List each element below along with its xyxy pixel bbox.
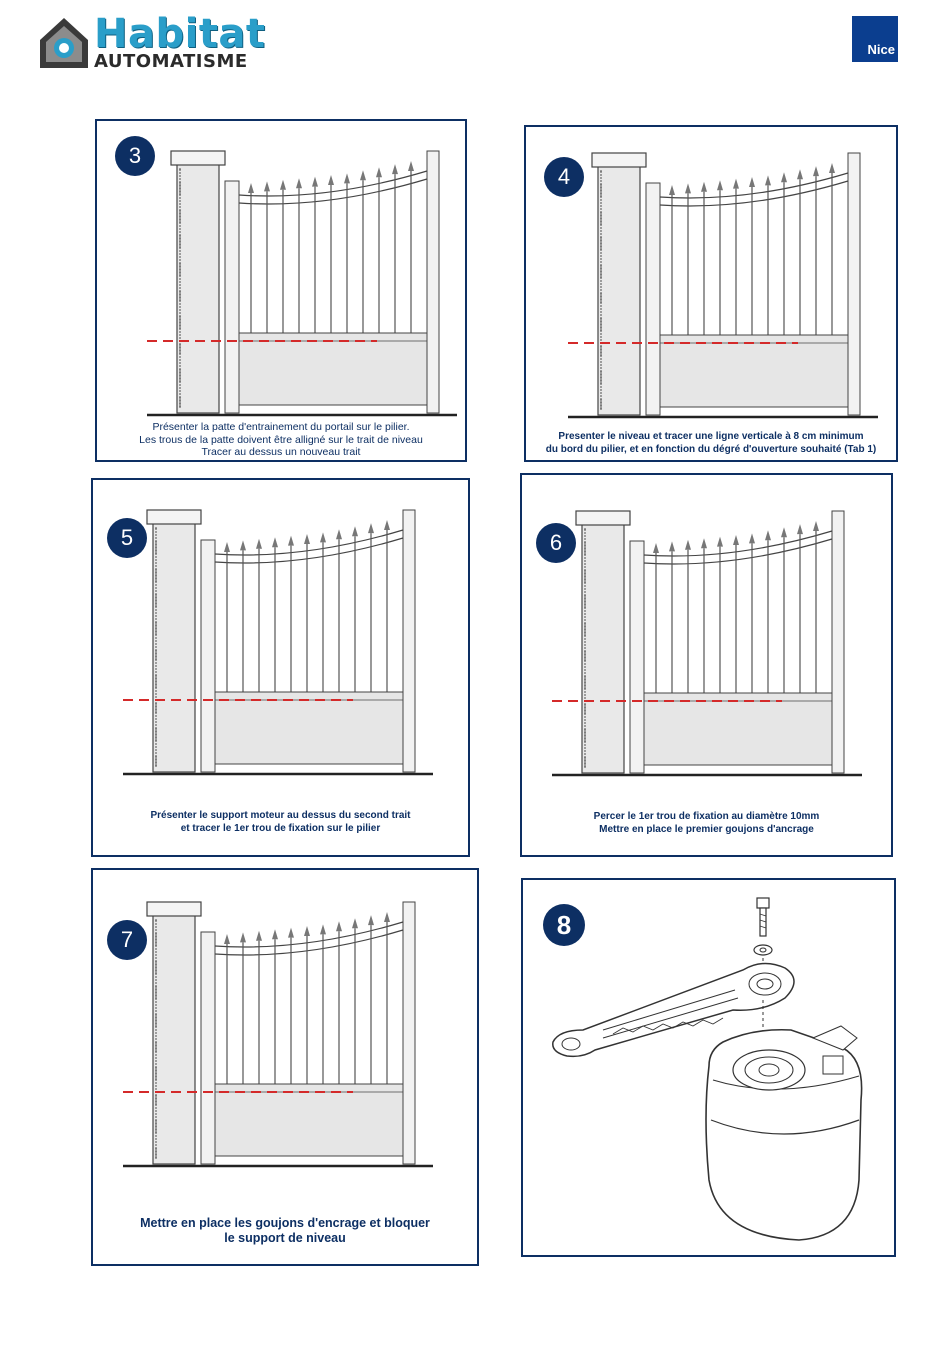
nice-brand-badge: Nice	[852, 16, 898, 62]
caption-line: Mettre en place le premier goujons d'anc…	[599, 823, 814, 835]
caption-line: Percer le 1er trou de fixation au diamèt…	[593, 811, 820, 822]
step-badge: 5	[107, 518, 147, 558]
caption-line: Présenter la patte d'entrainement du por…	[152, 421, 410, 433]
gate-illustration	[123, 509, 433, 776]
step-7-panel: 7 Mettre en place les goujons d'encrage …	[91, 868, 479, 1266]
gate-illustration	[568, 152, 878, 419]
step-5-panel: 5 Présenter le support moteur au dessus …	[91, 478, 470, 857]
caption-line: le support de niveau	[224, 1231, 346, 1245]
step-badge: 4	[544, 157, 584, 197]
stone-pillar	[597, 164, 641, 416]
caption-line: Mettre en place les goujons d'encrage et…	[140, 1216, 430, 1230]
step-4-panel: 4 Presenter le niveau et tracer une lign…	[524, 125, 898, 462]
house-logo-icon	[40, 18, 88, 68]
step-badge: 7	[107, 920, 147, 960]
logo-line1: Habitat	[94, 11, 266, 57]
gate-illustration	[552, 510, 862, 777]
caption-line: et tracer le 1er trou de fixation sur le…	[180, 822, 381, 834]
stone-pillar	[152, 521, 196, 773]
gate-illustration	[147, 150, 457, 417]
caption-line: du bord du pilier, et en fonction du dég…	[545, 443, 877, 455]
caption-line: Présenter le support moteur au dessus du…	[150, 810, 411, 821]
step-badge: 3	[115, 136, 155, 176]
caption-line: Les trous de la patte doivent être allig…	[139, 433, 423, 446]
caption-line: Presenter le niveau et tracer une ligne …	[558, 431, 864, 442]
stone-pillar	[152, 913, 196, 1165]
step-3-panel: 3 Présenter la patte d'entrainement du p…	[95, 119, 467, 462]
logo-line2: AUTOMATISME	[94, 51, 248, 72]
step-badge: 8	[543, 904, 585, 946]
habitat-logo: Habitat AUTOMATISME	[36, 12, 265, 78]
motor-arm-illustration	[552, 897, 863, 1241]
gate-illustration	[123, 901, 433, 1168]
step-8-panel: 8	[521, 878, 896, 1257]
caption-line: Tracer au dessus un nouveau trait	[201, 446, 361, 458]
stone-pillar	[176, 162, 220, 414]
step-badge: 6	[536, 523, 576, 563]
stone-pillar	[581, 522, 625, 774]
step-6-panel: 6 Percer le 1er trou de fixation au diam…	[520, 473, 893, 857]
